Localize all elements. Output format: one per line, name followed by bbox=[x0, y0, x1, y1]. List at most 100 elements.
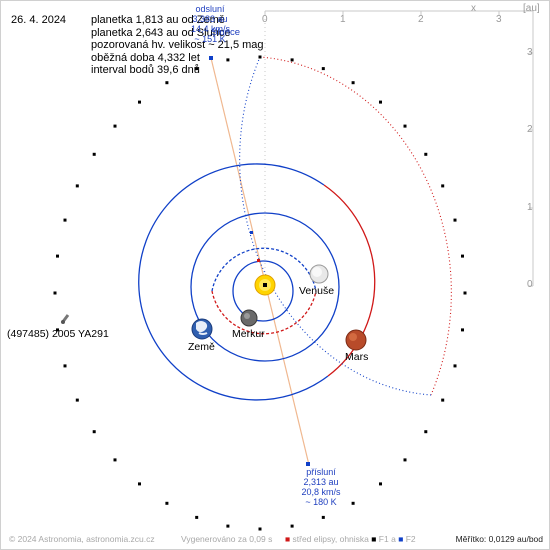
info-line-distance-sun: planetka 2,643 au od Slunce bbox=[91, 26, 231, 39]
orbit-point bbox=[463, 291, 467, 295]
orbit-point bbox=[424, 152, 428, 156]
orbit-point bbox=[226, 58, 230, 62]
footer-scale: Měřítko: 0,0129 au/bod bbox=[455, 534, 543, 544]
perihelion-title: přísluní bbox=[306, 467, 336, 477]
orbit-point bbox=[258, 527, 262, 531]
earth-planet bbox=[191, 318, 213, 340]
orbit-point bbox=[461, 328, 464, 332]
orbit-point bbox=[379, 482, 382, 486]
orbit-point bbox=[226, 524, 230, 528]
orbit-point bbox=[113, 458, 117, 462]
legend-center-text: střed elipsy, ohniska bbox=[292, 534, 369, 544]
venus-orbit-solid bbox=[211, 247, 317, 292]
orbit-point bbox=[92, 152, 96, 156]
planet-orbits bbox=[138, 163, 376, 401]
orbit-point bbox=[290, 524, 294, 528]
venus-planet bbox=[309, 264, 329, 284]
y-tick-0: 0 bbox=[527, 279, 533, 290]
mercury-planet bbox=[240, 309, 258, 327]
footer-generated: Vygenerováno za 0,09 s bbox=[181, 534, 273, 544]
info-line-magnitude: pozorovaná hv. velikost ~ 21,5 mag bbox=[91, 39, 264, 51]
orbit-point bbox=[56, 328, 59, 332]
earth-label: Země bbox=[188, 341, 215, 353]
axis-x-label: x bbox=[471, 3, 476, 14]
orbit-point bbox=[461, 254, 464, 258]
aphelion-label: odsluní 3,383 au 14,4 km/s ~ 151 K bbox=[191, 4, 230, 44]
perihelion-marker bbox=[306, 462, 310, 466]
orbit-point bbox=[75, 184, 79, 188]
orbit-point bbox=[351, 81, 355, 85]
aphelion-temp: ~ 151 K bbox=[194, 34, 226, 44]
orbit-point bbox=[403, 124, 407, 128]
footer-copyright: © 2024 Astronomia, astronomia.zcu.cz bbox=[9, 534, 155, 544]
orbit-point bbox=[63, 364, 67, 368]
orbit-point bbox=[321, 515, 325, 519]
orbit-point bbox=[441, 398, 445, 402]
mercury-orbit bbox=[232, 260, 294, 322]
orbit-point bbox=[441, 184, 445, 188]
aphelion-marker bbox=[209, 56, 213, 60]
x-tick-1: 1 bbox=[340, 14, 346, 25]
orbit-point bbox=[138, 100, 141, 104]
perihelion-distance: 2,313 au bbox=[303, 477, 339, 487]
orbit-point bbox=[453, 364, 457, 368]
perihelion-speed: 20,8 km/s bbox=[301, 487, 341, 497]
aphelion-distance: 3,383 au bbox=[192, 14, 228, 24]
orbit-point bbox=[403, 458, 407, 462]
date-label: 26. 4. 2024 bbox=[11, 14, 67, 26]
orbit-point bbox=[92, 430, 96, 434]
x-tick-2: 2 bbox=[418, 14, 424, 25]
mars-orbit-red bbox=[323, 184, 376, 377]
orbit-point bbox=[165, 81, 169, 85]
x-tick-0: 0 bbox=[262, 14, 268, 25]
earth-orbit bbox=[190, 212, 340, 362]
legend-f1-text: F1 bbox=[378, 534, 389, 544]
asteroid-icon bbox=[60, 314, 70, 324]
footer-legend: ■ střed elipsy, ohniska ■ F1 a ■ F2 bbox=[285, 534, 416, 544]
mercury-label: Merkur bbox=[232, 328, 265, 340]
aphelion-title: odsluní bbox=[195, 4, 225, 14]
orbit-point-markers bbox=[53, 55, 467, 531]
orbit-point bbox=[195, 515, 199, 519]
orbit-point bbox=[321, 67, 325, 71]
y-tick-3: 3 bbox=[527, 47, 533, 58]
legend-center-marker: ■ bbox=[285, 534, 291, 544]
mars-planet bbox=[345, 329, 367, 351]
orbit-point bbox=[75, 398, 79, 402]
mars-label: Mars bbox=[345, 351, 369, 363]
y-tick-2: 2 bbox=[527, 124, 533, 135]
info-line-distance-earth: planetka 1,813 au od Země bbox=[91, 14, 225, 26]
perihelion-label: přísluní 2,313 au 20,8 km/s ~ 180 K bbox=[295, 467, 347, 507]
y-tick-1: 1 bbox=[527, 202, 533, 213]
perihelion-temp: ~ 180 K bbox=[305, 497, 337, 507]
mars-orbit-blue bbox=[138, 163, 329, 401]
orbit-point bbox=[63, 218, 67, 222]
orbit-point bbox=[53, 291, 57, 295]
coordinate-axes bbox=[264, 10, 534, 287]
orbit-point bbox=[195, 67, 199, 71]
legend-f1-marker: ■ bbox=[371, 534, 377, 544]
ellipse-center-marker bbox=[257, 259, 260, 262]
f2-focus-marker bbox=[250, 231, 253, 234]
asteroid-orbit bbox=[239, 56, 452, 396]
legend-a-text: a bbox=[391, 534, 396, 544]
venus-label: Venuše bbox=[299, 285, 335, 297]
orbit-point bbox=[258, 55, 262, 59]
info-panel: planetka 1,813 au od Země planetka 2,643… bbox=[91, 14, 264, 77]
venus-orbit-dashed bbox=[211, 290, 317, 335]
info-line-period: oběžná doba 4,332 let bbox=[91, 51, 200, 64]
axis-unit-label: [au] bbox=[523, 3, 540, 14]
legend-f2-text: F2 bbox=[405, 534, 416, 544]
orbit-point bbox=[379, 100, 382, 104]
info-line-interval: interval bodů 39,6 dnů bbox=[91, 64, 200, 76]
orbit-point bbox=[453, 218, 457, 222]
sun bbox=[254, 274, 276, 296]
orbit-point bbox=[56, 254, 59, 258]
orbit-point bbox=[424, 430, 428, 434]
sun-label: Slunce bbox=[211, 27, 241, 38]
legend-f2-marker: ■ bbox=[398, 534, 404, 544]
orbit-point bbox=[165, 501, 169, 505]
orbit-point bbox=[138, 482, 141, 486]
